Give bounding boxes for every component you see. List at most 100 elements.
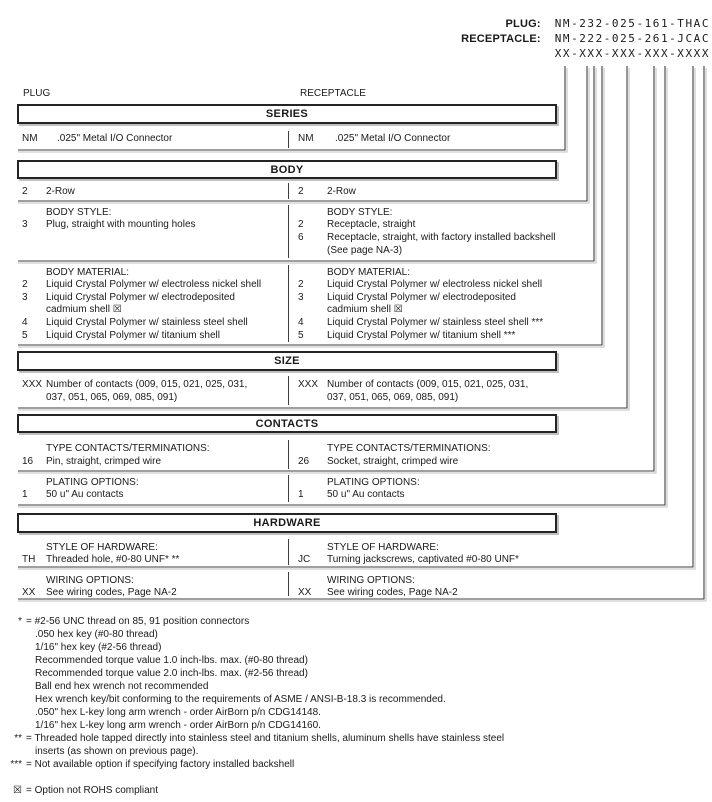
body-material-plug-row-2-cont: cadmium shell ☒ xyxy=(46,304,122,315)
footnote-line: .050" hex L-key long arm wrench - order … xyxy=(0,706,712,719)
footnote-line: 1/16" hex key (#2-56 thread) xyxy=(0,641,712,654)
option-code: NM xyxy=(22,133,38,144)
footnote-line: ***= Not available option if specifying … xyxy=(0,758,712,771)
footnote-line: Ball end hex wrench not recommended xyxy=(0,680,712,693)
option-desc: .025" Metal I/O Connector xyxy=(57,133,173,144)
footnote-line: Recommended torque value 2.0 inch-lbs. m… xyxy=(0,667,712,680)
hardware-style-heading-plug: STYLE OF HARDWARE: xyxy=(46,542,158,553)
option-desc: Liquid Crystal Polymer w/ stainless stee… xyxy=(327,317,544,328)
footnote-text: inserts (as shown on previous page). xyxy=(35,746,199,757)
option-code: 3 xyxy=(22,219,28,230)
option-code: 1 xyxy=(22,489,28,500)
option-code: XX xyxy=(298,587,312,598)
section-header-body: BODY xyxy=(17,160,557,179)
footnote-line: ☒= Option not ROHS compliant xyxy=(0,784,712,797)
footnote-text: 1/16" hex L-key long arm wrench - order … xyxy=(35,720,321,731)
option-desc: 50 u" Au contacts xyxy=(327,489,405,500)
receptacle-label: RECEPTACLE: xyxy=(461,33,541,45)
size-plug-row-cont: 037, 051, 065, 069, 085, 091) xyxy=(46,392,178,403)
option-code: 2 xyxy=(298,186,304,197)
footnote-text: Hex wrench key/bit conforming to the req… xyxy=(35,694,446,705)
option-desc: See wiring codes, Page NA-2 xyxy=(46,587,177,598)
receptacle-part-number-row: RECEPTACLE: NM-222-025-261-JCAC xyxy=(461,32,710,45)
plating-heading-receptacle: PLATING OPTIONS: xyxy=(327,477,420,488)
option-code: 6 xyxy=(298,232,304,243)
section-title: CONTACTS xyxy=(255,417,319,430)
footnote-line: ** = Threaded hole tapped directly into s… xyxy=(0,732,712,745)
option-code: 16 xyxy=(22,456,34,467)
option-desc: Number of contacts (009, 015, 021, 025, … xyxy=(46,379,248,390)
footnote-text: 1/16" hex key (#2-56 thread) xyxy=(35,642,162,653)
footnote-line: Recommended torque value 1.0 inch-lbs. m… xyxy=(0,654,712,667)
body-material-receptacle-row-2-cont: cadmium shell ☒ xyxy=(327,304,403,315)
body-material-receptacle-row-3: 4 Liquid Crystal Polymer w/ stainless ste… xyxy=(298,317,543,329)
plug-label: PLUG: xyxy=(505,18,541,30)
option-code: XXX xyxy=(22,379,43,390)
option-code: 3 xyxy=(298,292,304,303)
body-style-receptacle-row-2: 6 Receptacle, straight, with factory inst… xyxy=(298,232,555,244)
body-style-receptacle-note: (See page NA-3) xyxy=(327,245,403,256)
contact-type-heading-plug: TYPE CONTACTS/TERMINATIONS: xyxy=(46,443,210,454)
footnote-text: = #2-56 UNC thread on 85, 91 position co… xyxy=(26,616,250,627)
option-code: 4 xyxy=(298,317,304,328)
option-desc: 2-Row xyxy=(327,186,356,197)
option-desc: Pin, straight, crimped wire xyxy=(46,456,162,467)
body-style-heading-plug: BODY STYLE: xyxy=(46,207,112,218)
footnote-marker: ** xyxy=(14,733,22,744)
option-desc: 2-Row xyxy=(46,186,75,197)
footnote-text: .050" hex L-key long arm wrench - order … xyxy=(35,707,321,718)
part-number-mask: XX-XXX-XXX-XXX-XXXX xyxy=(554,47,710,60)
option-desc: .025" Metal I/O Connector xyxy=(335,133,451,144)
option-code: 5 xyxy=(22,330,28,341)
footnote-line: Hex wrench key/bit conforming to the req… xyxy=(0,693,712,706)
option-desc: Liquid Crystal Polymer w/ electroless ni… xyxy=(327,279,543,290)
option-code: 1 xyxy=(298,489,304,500)
option-desc: 50 u" Au contacts xyxy=(46,489,124,500)
body-material-heading-receptacle: BODY MATERIAL: xyxy=(327,267,410,278)
option-desc: Receptacle, straight xyxy=(327,219,416,230)
contact-type-heading-receptacle: TYPE CONTACTS/TERMINATIONS: xyxy=(327,443,491,454)
option-code: TH xyxy=(22,554,36,565)
footnote-text: Ball end hex wrench not recommended xyxy=(35,681,209,692)
footnote-text: Recommended torque value 1.0 inch-lbs. m… xyxy=(35,655,308,666)
option-desc: Liquid Crystal Polymer w/ titanium shell xyxy=(46,330,220,341)
section-title: SERIES xyxy=(265,108,309,120)
plug-part-number-row: PLUG: NM-232-025-161-THAC xyxy=(505,17,710,30)
option-desc: Liquid Crystal Polymer w/ titanium shell… xyxy=(327,330,516,341)
option-desc: Receptacle, straight, with factory insta… xyxy=(327,232,556,243)
section-header-hardware: HARDWARE xyxy=(17,513,557,533)
not-rohs-icon: ☒ xyxy=(13,785,22,796)
option-desc: Liquid Crystal Polymer w/ electroless ni… xyxy=(46,279,262,290)
option-desc: Number of contacts (009, 015, 021, 025, … xyxy=(327,379,529,390)
option-desc: Liquid Crystal Polymer w/ electrodeposit… xyxy=(46,292,235,303)
body-rows-receptacle: 2 2-Row xyxy=(298,186,356,198)
footnotes: *= #2-56 UNC thread on 85, 91 position c… xyxy=(0,615,712,797)
footnote-text: Recommended torque value 2.0 inch-lbs. m… xyxy=(35,668,308,679)
footnote-line: .050 hex key (#0-80 thread) xyxy=(0,628,712,641)
body-style-heading-receptacle: BODY STYLE: xyxy=(327,207,393,218)
plug-part-number: NM-232-025-161-THAC xyxy=(554,17,710,30)
option-code: 2 xyxy=(22,186,28,197)
option-desc: Liquid Crystal Polymer w/ stainless stee… xyxy=(46,317,248,328)
wiring-heading-receptacle: WIRING OPTIONS: xyxy=(327,575,415,586)
footnote-text: = Threaded hole tapped directly into sta… xyxy=(26,733,505,744)
option-desc: Socket, straight, crimped wire xyxy=(327,456,459,467)
section-header-contacts: CONTACTS xyxy=(17,414,557,433)
footnote-text: .050 hex key (#0-80 thread) xyxy=(35,629,158,640)
option-desc: Plug, straight with mounting holes xyxy=(46,219,196,230)
part-number-mask-row: XX-XXX-XXX-XXX-XXXX xyxy=(555,47,710,60)
